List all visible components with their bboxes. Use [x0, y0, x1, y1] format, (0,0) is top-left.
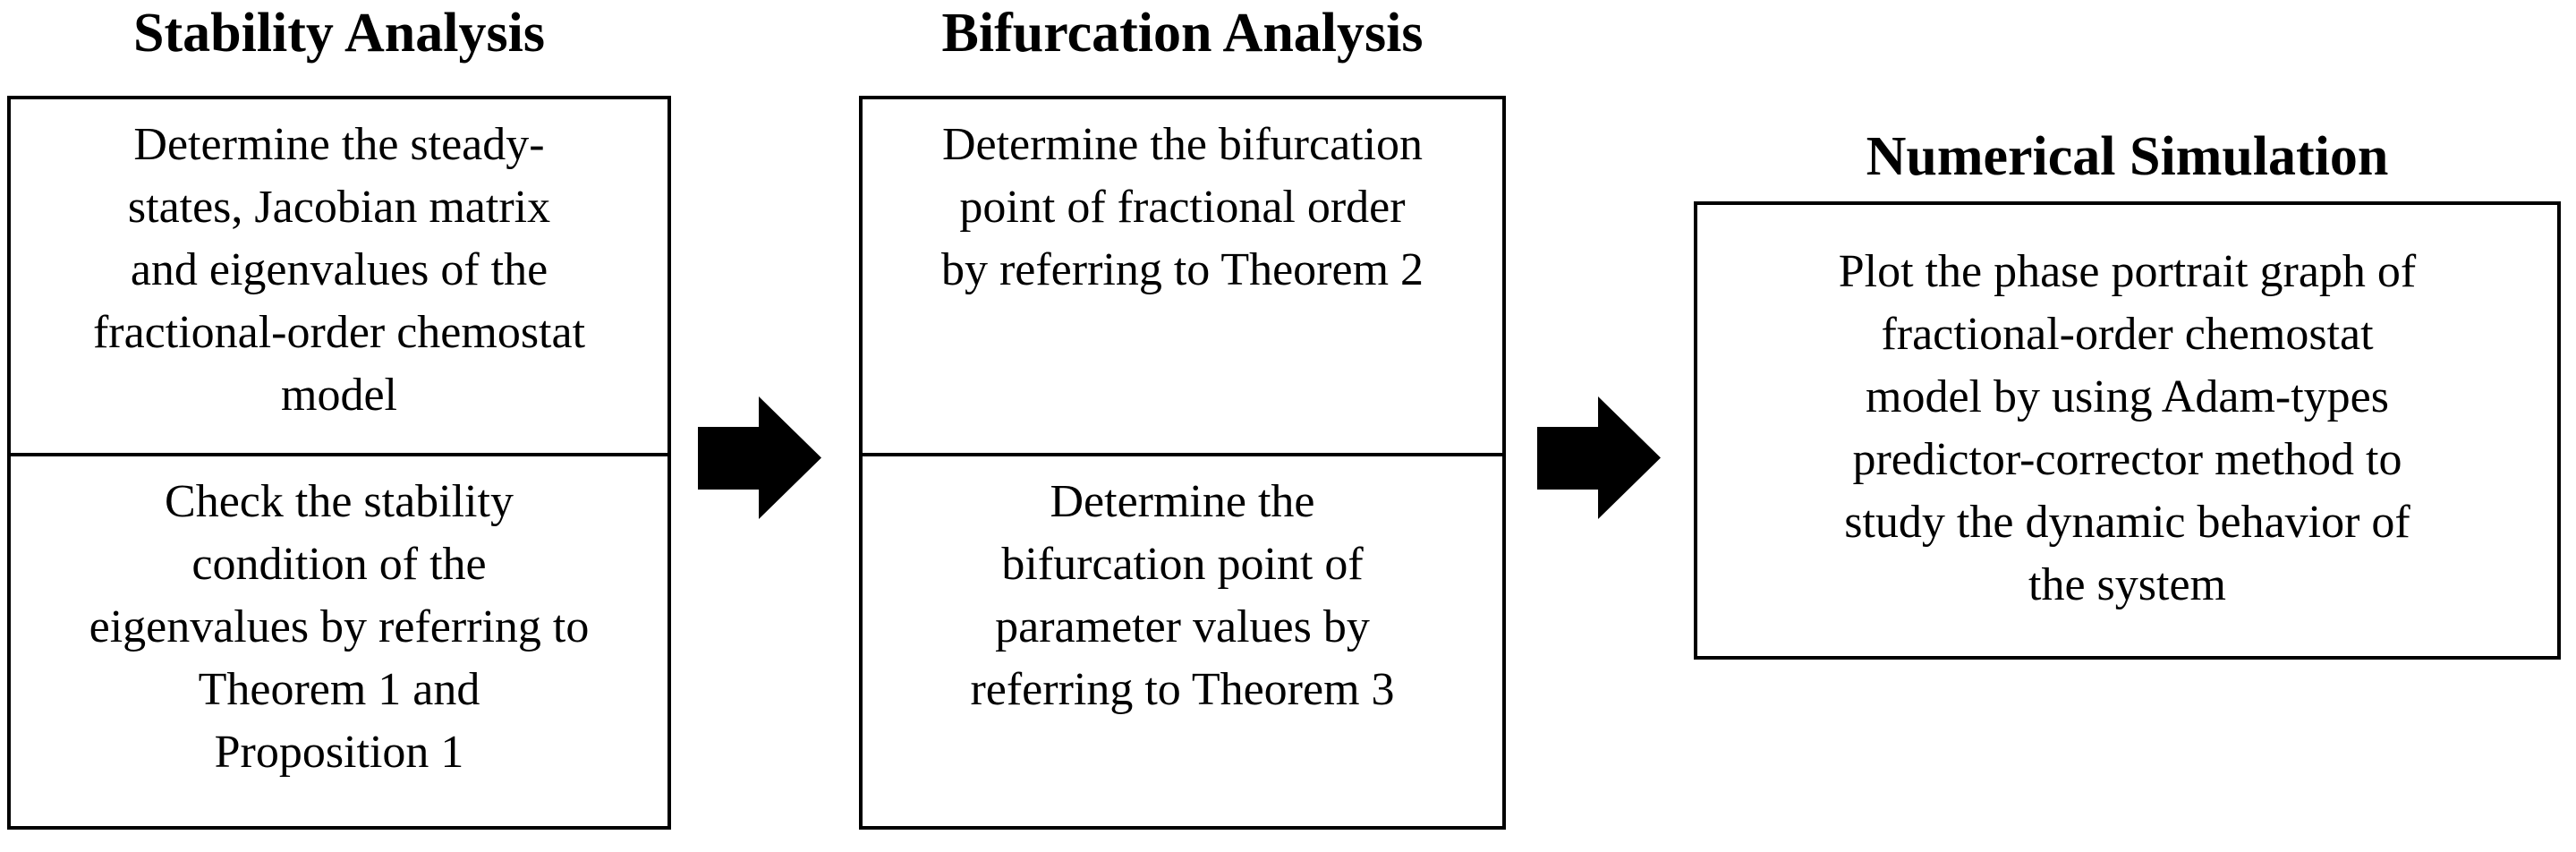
numerical-simulation-box: Plot the phase portrait graph of fractio…	[1694, 201, 2561, 660]
flow-arrow-2-right-icon	[1537, 396, 1661, 519]
stability-analysis-title: Stability Analysis	[133, 3, 545, 64]
bifurcation-step-1-text: Determine the bifurcation point of fract…	[863, 99, 1502, 456]
bifurcation-analysis-box: Determine the bifurcation point of fract…	[859, 96, 1506, 830]
stability-step-1-text: Determine the steady- states, Jacobian m…	[11, 99, 667, 456]
numerical-simulation-text: Plot the phase portrait graph of fractio…	[1838, 246, 2417, 610]
flow-arrow-1-right-icon	[698, 396, 821, 519]
stability-step-2-text: Check the stability condition of the eig…	[89, 476, 590, 778]
bifurcation-analysis-title: Bifurcation Analysis	[941, 3, 1424, 64]
numerical-simulation-title: Numerical Simulation	[1866, 126, 2389, 187]
stability-analysis-box: Determine the steady- states, Jacobian m…	[7, 96, 671, 830]
bifurcation-step-2-text: Determine the bifurcation point of param…	[970, 476, 1395, 715]
